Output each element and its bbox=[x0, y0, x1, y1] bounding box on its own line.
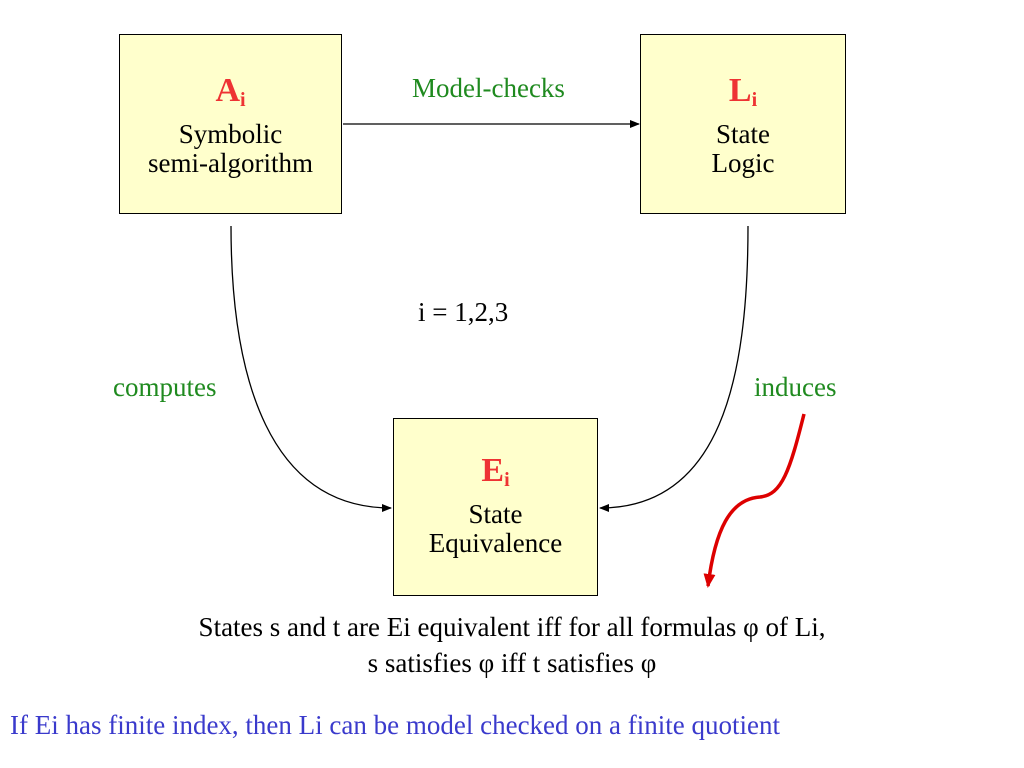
pointer-arrow bbox=[703, 413, 806, 588]
statement-line1: States s and t are Ei equivalent iff for… bbox=[198, 612, 826, 642]
node-a-symbol: Ai bbox=[215, 72, 246, 111]
node-symbolic-semi-algorithm: Ai Symbolic semi-algorithm bbox=[119, 34, 342, 214]
edge-label-model-checks: Model-checks bbox=[412, 73, 565, 103]
conclusion-text: If Ei has finite index, then Li can be m… bbox=[10, 710, 780, 740]
node-state-logic: Li State Logic bbox=[640, 34, 846, 214]
node-l-label-line2: Logic bbox=[711, 148, 775, 178]
node-e-symbol: Ei bbox=[481, 452, 510, 491]
node-a-label-line2: semi-algorithm bbox=[148, 148, 313, 178]
node-a-label-line1: Symbolic bbox=[178, 119, 283, 149]
node-l-symbol: Li bbox=[728, 72, 758, 111]
statement-line2: s satisfies φ iff t satisfies φ bbox=[367, 648, 657, 678]
equivalence-statement: States s and t are Ei equivalent iff for… bbox=[0, 609, 1024, 681]
induces-arrow bbox=[599, 225, 749, 512]
edge-label-induces: induces bbox=[754, 372, 837, 402]
node-state-equivalence: Ei State Equivalence bbox=[393, 418, 598, 596]
edge-label-computes: computes bbox=[113, 372, 217, 402]
node-e-label-line1: State bbox=[468, 499, 523, 529]
node-l-label-line1: State bbox=[716, 119, 770, 149]
computes-arrow bbox=[230, 225, 392, 512]
index-note: i = 1,2,3 bbox=[418, 297, 509, 327]
node-e-label-line2: Equivalence bbox=[428, 528, 563, 558]
